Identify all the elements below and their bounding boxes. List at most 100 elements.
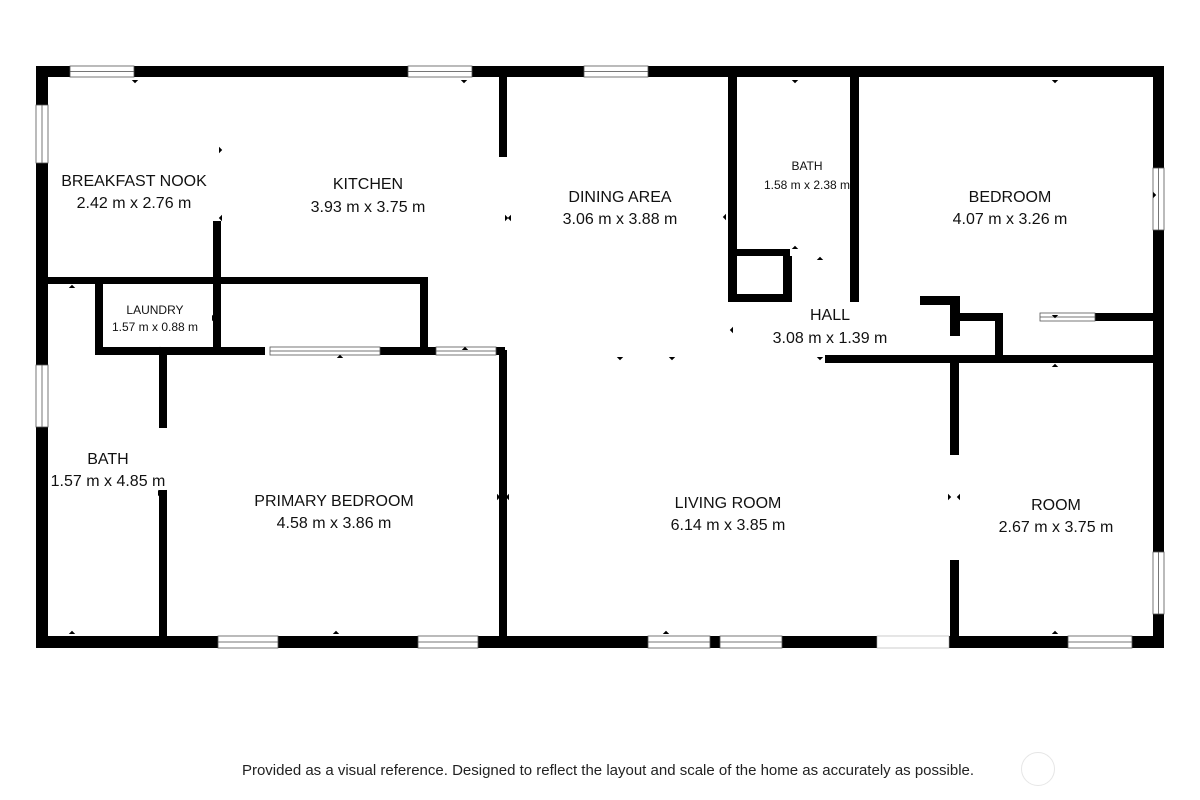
door-marker: [68, 284, 76, 288]
badge-circle-icon: [1021, 752, 1055, 786]
wall-segment: [825, 355, 1155, 363]
door-marker: [956, 493, 960, 501]
door-marker: [662, 630, 670, 634]
door-marker: [332, 630, 340, 634]
wall-segment: [213, 277, 428, 284]
room-dims-kitchen: 3.93 m x 3.75 m: [311, 199, 426, 216]
room-name-primary-bedroom: PRIMARY BEDROOM: [254, 493, 413, 510]
wall-segment: [36, 66, 48, 648]
door-marker: [163, 489, 167, 497]
door-marker: [156, 346, 164, 350]
wall-segment: [783, 256, 792, 296]
wall-segment: [737, 249, 790, 256]
window-pane-line: [41, 365, 43, 427]
wall-segment: [159, 490, 167, 640]
room-dims-bath-upper: 1.58 m x 2.38 m: [764, 178, 850, 192]
wall-segment: [213, 221, 221, 353]
walls: [36, 66, 1164, 649]
window-pane-line: [584, 71, 648, 72]
window-pane-line: [1068, 641, 1132, 643]
wall-segment: [499, 350, 507, 640]
door-marker: [497, 493, 501, 501]
wall-segment: [950, 560, 959, 640]
door-marker: [616, 357, 624, 361]
door-marker: [850, 158, 854, 166]
room-dims-bath-left: 1.57 m x 4.85 m: [51, 473, 166, 490]
room-dims-bedroom: 4.07 m x 3.26 m: [953, 211, 1068, 228]
door-marker: [1051, 363, 1059, 367]
door-marker: [507, 214, 511, 222]
room-labels: BREAKFAST NOOK 2.42 m x 2.76 m KITCHEN 3.93…: [51, 159, 1114, 536]
door-marker: [196, 279, 204, 283]
door-marker: [131, 80, 139, 84]
window-pane-line: [70, 71, 134, 72]
door-marker: [158, 489, 162, 497]
door-marker: [722, 213, 726, 221]
door-marker: [668, 357, 676, 361]
room-name-bath-upper: BATH: [791, 159, 822, 173]
room-name-bedroom: BEDROOM: [969, 189, 1052, 206]
door-marker: [218, 214, 222, 222]
wall-segment: [499, 77, 507, 157]
room-name-kitchen: KITCHEN: [333, 176, 403, 193]
wall-segment: [48, 277, 218, 284]
windows: [35, 65, 1165, 649]
wall-segment: [950, 355, 959, 455]
wall-segment: [850, 77, 859, 302]
room-dims-room: 2.67 m x 3.75 m: [999, 519, 1114, 536]
disclaimer-text: Provided as a visual reference. Designed…: [241, 762, 975, 779]
window-pane-line: [41, 105, 43, 163]
door-marker: [96, 314, 100, 322]
room-dims-living-room: 6.14 m x 3.85 m: [671, 517, 786, 534]
wall-segment: [1095, 313, 1155, 321]
window-pane-line: [408, 71, 472, 72]
room-name-bath-left: BATH: [87, 451, 128, 468]
door-marker: [853, 181, 857, 189]
window-pane-line: [1040, 316, 1095, 318]
window-pane-line: [1158, 168, 1159, 230]
door-marker: [816, 357, 824, 361]
room-name-breakfast-nook: BREAKFAST NOOK: [61, 173, 207, 190]
door-marker: [68, 630, 76, 634]
window-pane-line: [720, 641, 782, 643]
door-markers: [68, 80, 1157, 634]
room-name-dining-area: DINING AREA: [568, 189, 671, 206]
door-marker: [791, 80, 799, 84]
wall-segment: [995, 313, 1003, 358]
door-marker: [1051, 630, 1059, 634]
door-opening: [876, 635, 950, 649]
room-dims-hall: 3.08 m x 1.39 m: [773, 330, 888, 347]
door-marker: [460, 80, 468, 84]
room-name-hall: HALL: [810, 307, 850, 324]
wall-segment: [159, 350, 167, 428]
door-marker: [126, 279, 134, 283]
window-pane-line: [218, 641, 278, 643]
door-marker: [729, 326, 733, 334]
door-marker: [461, 346, 469, 350]
window-pane-line: [436, 350, 496, 352]
wall-segment: [36, 636, 1164, 648]
wall-segment: [920, 296, 960, 305]
room-name-living-room: LIVING ROOM: [675, 495, 782, 512]
room-dims-laundry: 1.57 m x 0.88 m: [112, 320, 198, 334]
room-name-laundry: LAUNDRY: [126, 303, 183, 317]
door-marker: [948, 493, 952, 501]
window-pane-line: [418, 641, 478, 643]
door-marker: [791, 245, 799, 249]
door-marker: [1051, 80, 1059, 84]
door-marker: [1153, 191, 1157, 199]
window-pane-line: [648, 641, 710, 643]
room-dims-dining-area: 3.06 m x 3.88 m: [563, 211, 678, 228]
door-marker: [1051, 315, 1059, 319]
room-name-room: ROOM: [1031, 497, 1081, 514]
wall-segment: [955, 313, 1000, 321]
room-dims-breakfast-nook: 2.42 m x 2.76 m: [77, 195, 192, 212]
door-marker: [816, 256, 824, 260]
room-dims-primary-bedroom: 4.58 m x 3.86 m: [277, 515, 392, 532]
door-marker: [505, 493, 509, 501]
wall-segment: [728, 77, 737, 302]
door-marker: [732, 158, 736, 166]
wall-segment: [737, 294, 792, 302]
door-marker: [212, 314, 216, 322]
